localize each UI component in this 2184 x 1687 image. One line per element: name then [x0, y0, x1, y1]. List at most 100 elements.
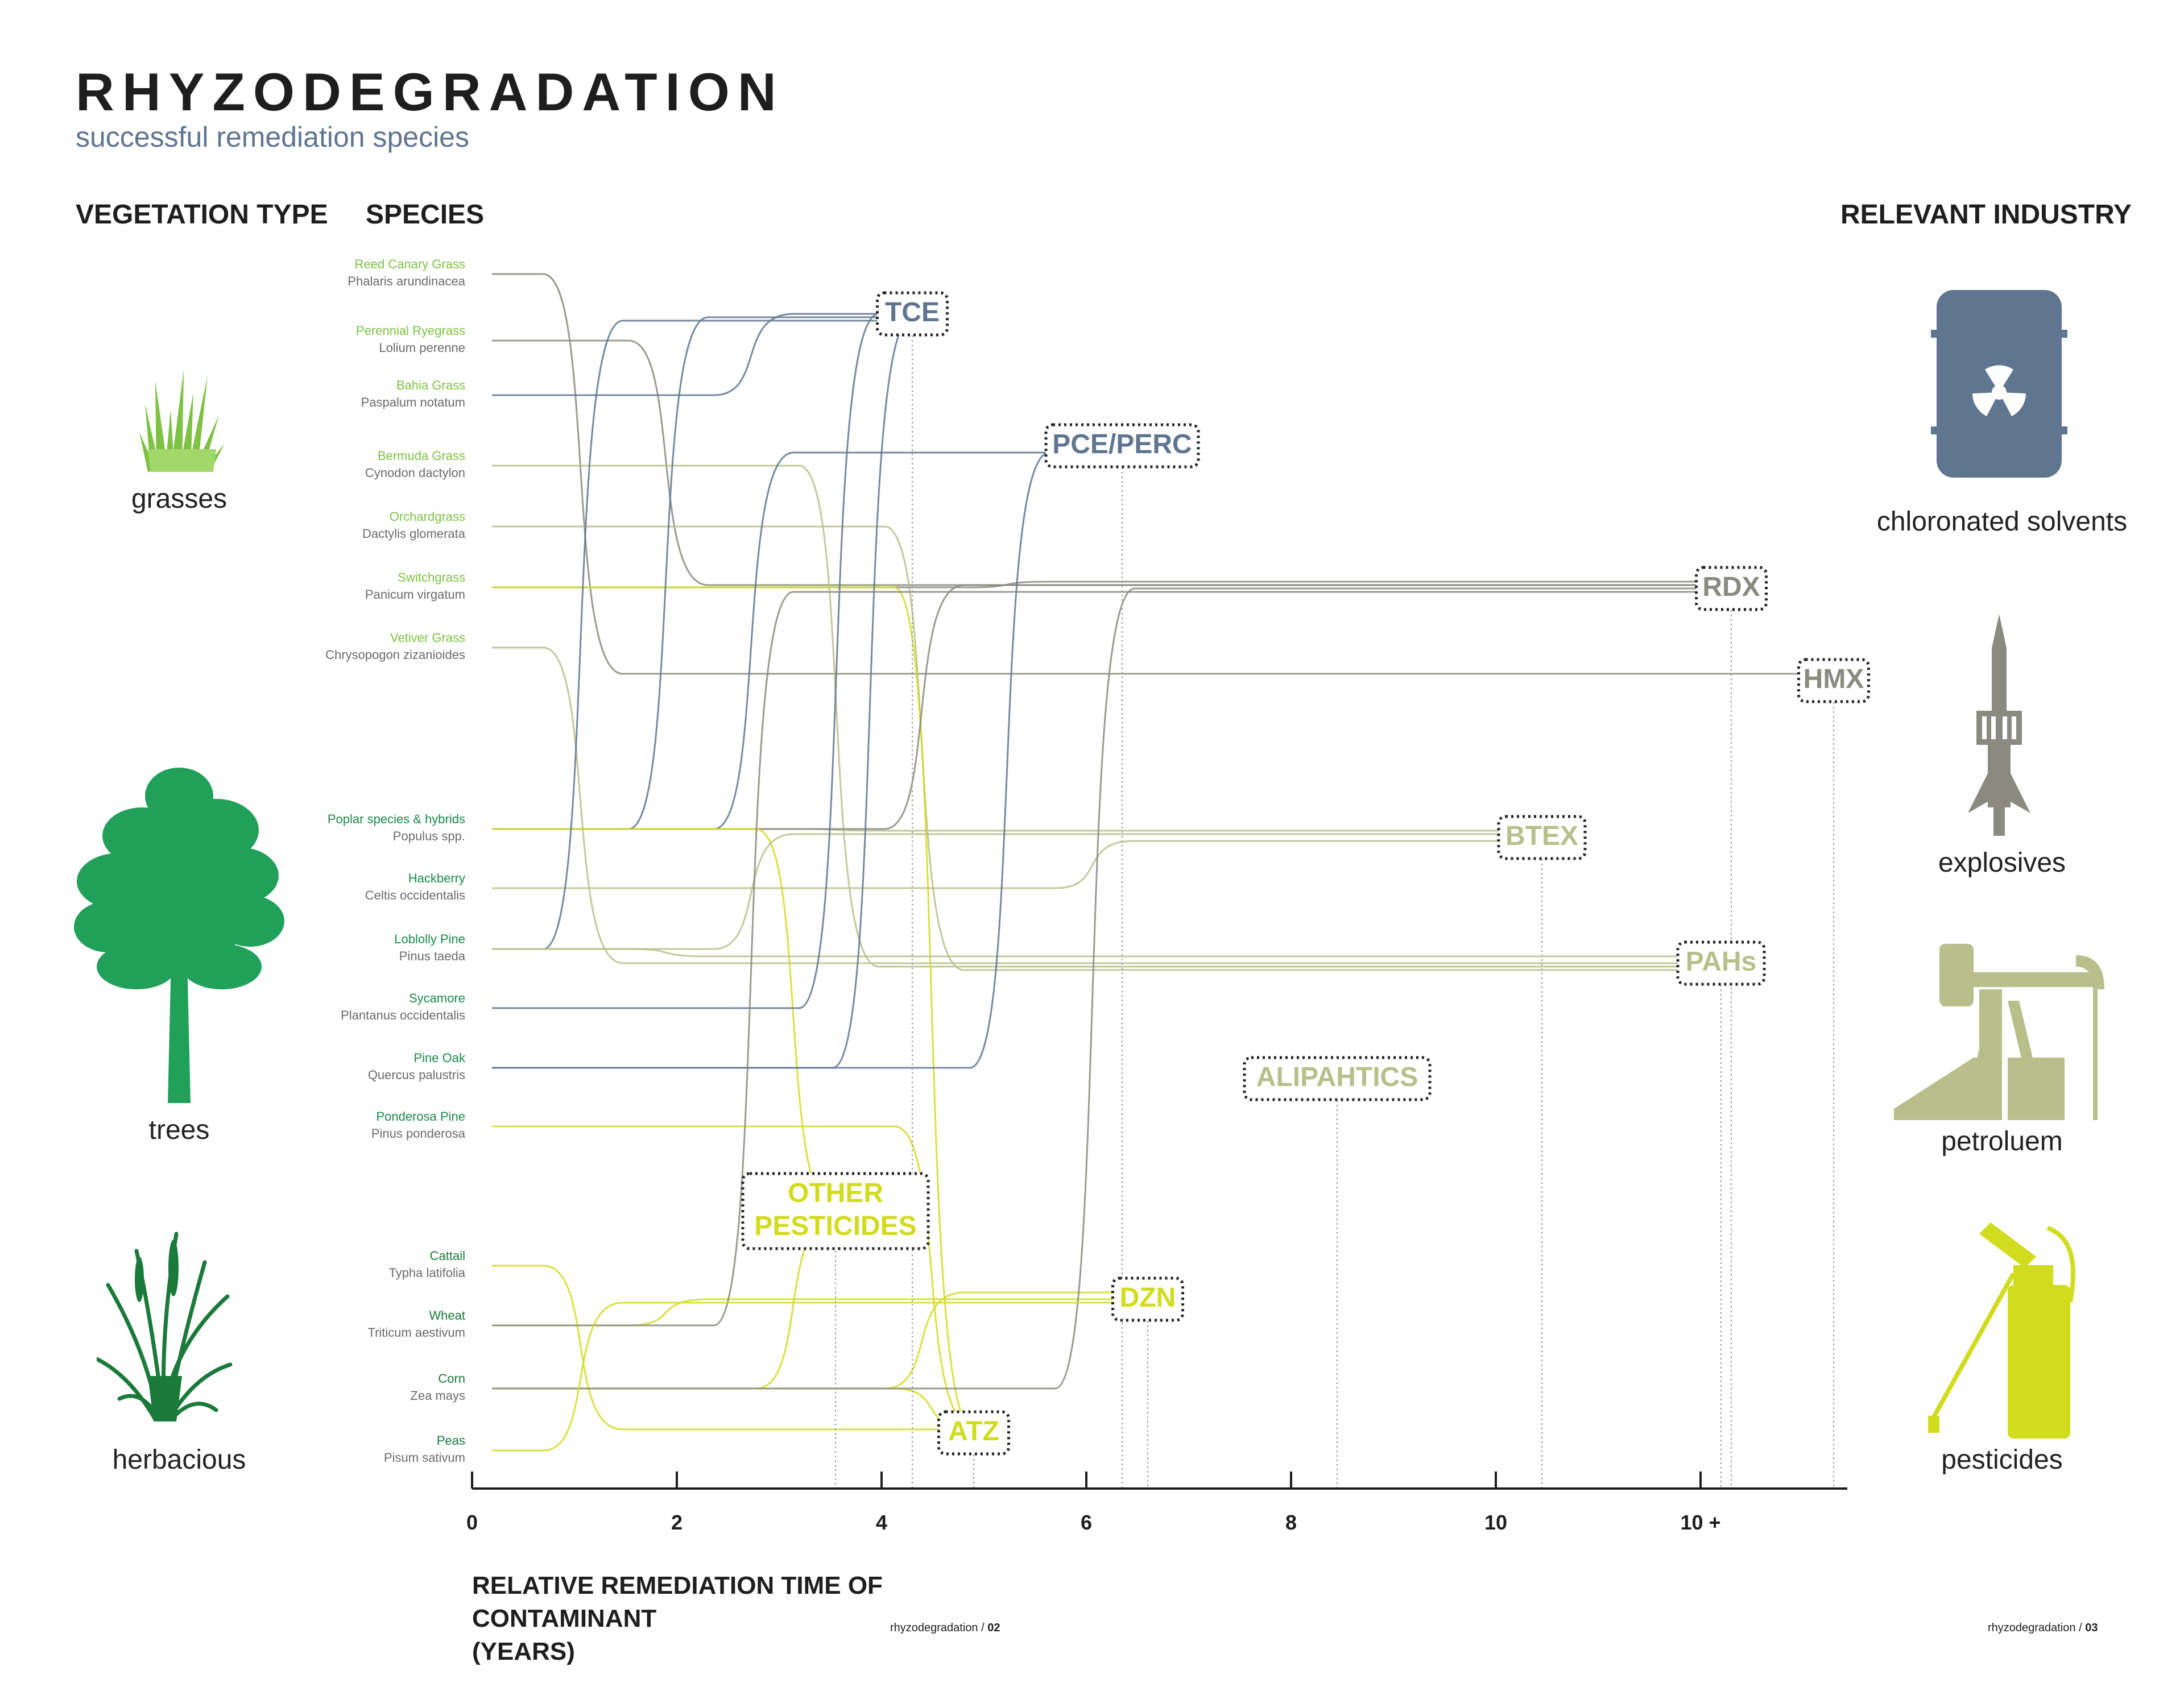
species-name-wheat: Wheat	[429, 1308, 465, 1323]
species-name-loblolly-pine: Loblolly Pine	[394, 932, 465, 946]
radioactive-barrel-icon	[1931, 290, 2067, 478]
x-tick-label-3: 6	[1081, 1511, 1092, 1534]
species-name-vetiver-grass: Vetiver Grass	[390, 631, 465, 645]
industry-label-pesticides: pesticides	[1941, 1445, 2063, 1475]
contaminant-box-pahs	[1676, 940, 1766, 986]
missile-icon	[1968, 614, 2030, 836]
contaminant-box-atz	[937, 1410, 1010, 1456]
species-latin-cattail: Typha latifolia	[388, 1266, 465, 1280]
link-bahia-grass-to-tce	[492, 313, 878, 396]
link-hackberry-to-btex	[492, 840, 1508, 889]
link-poplar-species-hybrids-to-tce	[492, 316, 878, 830]
link-orchardgrass-to-pahs	[492, 525, 1687, 971]
link-loblolly-pine-to-pahs	[492, 948, 1687, 958]
contaminant-box-hmx	[1797, 658, 1870, 703]
contaminant-label-rdx: RDX	[1702, 572, 1760, 602]
tree-icon	[74, 768, 284, 1103]
x-axis-label-line1: RELATIVE REMEDIATION TIME OF CONTAMINANT	[472, 1572, 883, 1632]
sprayer-icon	[1928, 1222, 2075, 1439]
species-name-switchgrass: Switchgrass	[398, 570, 465, 585]
link-pine-oak-to-pce-perc	[492, 451, 1088, 1069]
species-latin-loblolly-pine: Pinus taeda	[399, 949, 466, 963]
link-poplar-species-hybrids-to-other-pesticides	[492, 828, 836, 1212]
species-latin-bermuda-grass: Cynodon dactylon	[365, 466, 465, 480]
link-loblolly-pine-to-btex	[492, 833, 1508, 950]
species-latin-orchardgrass: Dactylis glomerata	[362, 527, 466, 541]
species-latin-hackberry: Celtis occidentalis	[365, 888, 465, 902]
link-cattail-to-atz	[492, 1265, 940, 1431]
link-corn-to-rdx	[492, 587, 1697, 1390]
vegetation-label-trees: trees	[148, 1115, 210, 1145]
link-reed-canary-grass-to-hmx	[492, 273, 1800, 675]
link-perennial-ryegrass-to-rdx	[492, 339, 1697, 586]
link-wheat-to-rdx	[492, 591, 1697, 1327]
species-latin-switchgrass: Panicum virgatum	[365, 587, 465, 602]
contaminant-label-hmx: HMX	[1804, 664, 1864, 694]
contaminant-label-other-pesticides-1: PESTICIDES	[754, 1211, 916, 1241]
x-tick-label-4: 8	[1285, 1511, 1297, 1534]
contaminant-label-atz: ATZ	[948, 1416, 999, 1446]
species-name-pine-oak: Pine Oak	[414, 1051, 466, 1065]
species-latin-poplar-species-hybrids: Populus spp.	[393, 829, 465, 843]
species-name-cattail: Cattail	[430, 1249, 465, 1263]
contaminant-box-other-pesticides	[741, 1172, 930, 1250]
species-name-hackberry: Hackberry	[408, 871, 465, 885]
species-latin-sycamore: Plantanus occidentalis	[341, 1008, 465, 1022]
link-vetiver-grass-to-pahs	[492, 646, 1687, 964]
species-name-orchardgrass: Orchardgrass	[390, 509, 465, 524]
species-name-reed-canary-grass: Reed Canary Grass	[355, 257, 465, 271]
contaminant-box-pce-perc	[1044, 423, 1200, 469]
x-tick-label-1: 2	[671, 1511, 682, 1534]
contaminant-label-tce: TCE	[885, 297, 940, 328]
contaminant-label-other-pesticides-0: OTHER	[788, 1178, 883, 1208]
relevant-industry-header: RELEVANT INDUSTRY	[1840, 200, 2132, 230]
species-name-perennial-ryegrass: Perennial Ryegrass	[356, 324, 465, 338]
species-name-poplar-species-hybrids: Poplar species & hybrids	[328, 812, 465, 826]
footer-right-text: rhyzodegradation /	[1988, 1622, 2086, 1634]
link-corn-to-dzn	[492, 1291, 1114, 1390]
page-subtitle: successful remediation species	[76, 121, 469, 153]
vegetation-type-header: VEGETATION TYPE	[76, 200, 328, 230]
species-latin-wheat: Triticum aestivum	[367, 1325, 465, 1340]
contaminant-box-btex	[1497, 815, 1587, 860]
species-name-ponderosa-pine: Ponderosa Pine	[376, 1109, 465, 1124]
x-tick-label-0: 0	[466, 1511, 478, 1534]
contaminant-box-tce	[876, 291, 949, 337]
contaminant-box-alipahtics	[1243, 1056, 1432, 1101]
species-latin-perennial-ryegrass: Lolium perenne	[379, 341, 465, 355]
link-bermuda-grass-to-pahs	[492, 465, 1687, 968]
link-peas-to-dzn	[492, 1301, 1114, 1452]
species-name-bermuda-grass: Bermuda Grass	[378, 449, 465, 463]
link-corn-to-atz	[492, 1387, 974, 1431]
page-title: RHYZODEGRADATION	[76, 62, 784, 122]
x-tick-label-2: 4	[876, 1511, 887, 1534]
species-name-bahia-grass: Bahia Grass	[396, 378, 465, 392]
link-loblolly-pine-to-tce	[492, 320, 878, 950]
link-sycamore-to-tce	[492, 313, 879, 1009]
species-name-corn: Corn	[438, 1371, 465, 1386]
contaminant-box-rdx	[1695, 566, 1768, 611]
vegetation-label-herbacious: herbacious	[112, 1445, 246, 1475]
pumpjack-icon	[1894, 944, 2104, 1120]
contaminant-label-pce-perc: PCE/PERC	[1052, 429, 1192, 459]
grass-tuft-icon	[139, 370, 225, 472]
industry-label-chloronated-solvents: chloronated solvents	[1876, 507, 2128, 537]
x-tick-label-6: 10 +	[1680, 1511, 1720, 1534]
link-poplar-species-hybrids-to-pce-perc	[492, 451, 1088, 830]
x-axis-label-line2: (YEARS)	[472, 1638, 575, 1665]
contaminant-label-alipahtics: ALIPAHTICS	[1256, 1062, 1418, 1092]
industry-label-explosives: explosives	[1938, 848, 2066, 878]
footer-left: rhyzodegradation / 02	[890, 1622, 1000, 1635]
species-latin-reed-canary-grass: Phalaris arundinacea	[348, 274, 465, 288]
species-latin-pine-oak: Quercus palustris	[368, 1068, 465, 1082]
vegetation-label-grasses: grasses	[131, 484, 228, 514]
link-poplar-species-hybrids-to-rdx	[492, 584, 1697, 830]
species-header: SPECIES	[366, 200, 485, 230]
footer-left-text: rhyzodegradation /	[890, 1622, 988, 1634]
industry-label-petroluem: petroluem	[1941, 1126, 2063, 1157]
contaminant-label-dzn: DZN	[1120, 1283, 1176, 1313]
contaminant-label-pahs: PAHs	[1686, 947, 1756, 977]
link-pine-oak-to-tce	[492, 316, 913, 1069]
x-axis-label: RELATIVE REMEDIATION TIME OF CONTAMINANT…	[472, 1569, 1041, 1668]
